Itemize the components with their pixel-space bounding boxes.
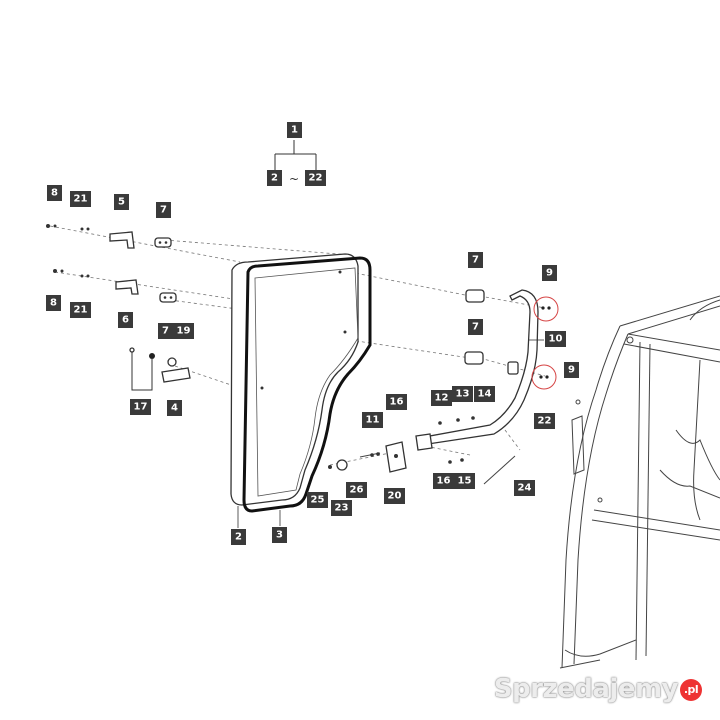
svg-text:4: 4 xyxy=(171,403,178,414)
svg-text:8: 8 xyxy=(50,298,57,309)
upper-hinge-plate xyxy=(154,237,172,248)
svg-text:1: 1 xyxy=(291,125,298,136)
watermark-badge: .pl xyxy=(680,678,702,701)
svg-text:16: 16 xyxy=(390,397,404,408)
svg-text:22: 22 xyxy=(538,416,552,427)
svg-text:7: 7 xyxy=(162,326,169,337)
callout-5: 5 xyxy=(114,194,129,210)
callout-2-glass: 2 xyxy=(231,529,246,545)
svg-text:16: 16 xyxy=(437,476,451,487)
callout-22-range-end: 22 xyxy=(305,170,326,186)
callout-15: 15 xyxy=(454,473,475,489)
callout-21-top: 21 xyxy=(70,191,91,207)
svg-text:19: 19 xyxy=(177,326,191,337)
svg-text:12: 12 xyxy=(435,393,449,404)
svg-text:17: 17 xyxy=(134,402,148,413)
svg-text:24: 24 xyxy=(518,483,532,494)
svg-text:10: 10 xyxy=(549,334,563,345)
callout-3-seal: 3 xyxy=(272,527,287,543)
svg-text:3: 3 xyxy=(276,530,283,541)
svg-text:25: 25 xyxy=(311,495,325,506)
assembly-bracket xyxy=(274,140,317,170)
latch-assembly xyxy=(328,416,516,485)
callout-16-upper: 16 xyxy=(386,394,407,410)
callout-9-bottom: 9 xyxy=(564,362,579,378)
svg-text:7: 7 xyxy=(472,255,479,266)
bolts-left xyxy=(46,224,155,359)
right-lower-plate xyxy=(464,351,484,365)
svg-text:23: 23 xyxy=(335,503,349,514)
svg-text:22: 22 xyxy=(309,173,323,184)
middle-hinge-plate xyxy=(159,292,177,303)
callout-26: 26 xyxy=(346,482,367,498)
callout-23: 23 xyxy=(331,500,352,516)
callout-20: 20 xyxy=(384,488,405,504)
callout-16-lower: 16 xyxy=(433,473,454,489)
svg-text:2: 2 xyxy=(271,173,278,184)
callout-7-top-left: 7 xyxy=(156,202,171,218)
door-glass-panel xyxy=(230,253,359,506)
range-separator: ~ xyxy=(289,172,299,186)
callout-17: 17 xyxy=(130,399,151,415)
svg-text:26: 26 xyxy=(350,485,364,496)
watermark-text: Sprzedajemy xyxy=(493,674,679,704)
svg-text:7: 7 xyxy=(160,205,167,216)
door-handle-bar xyxy=(427,289,539,445)
callout-13: 13 xyxy=(452,386,473,402)
callout-19: 19 xyxy=(173,323,194,339)
svg-text:20: 20 xyxy=(388,491,402,502)
callout-6: 6 xyxy=(118,312,133,328)
callout-7-lower-right: 7 xyxy=(468,319,483,335)
callout-14: 14 xyxy=(474,386,495,402)
svg-text:21: 21 xyxy=(74,305,88,316)
callout-10: 10 xyxy=(545,331,566,347)
callout-7-top-right: 7 xyxy=(468,252,483,268)
callout-8-top: 8 xyxy=(47,185,62,201)
door-seal xyxy=(242,256,372,513)
svg-text:14: 14 xyxy=(478,389,492,400)
callout-24: 24 xyxy=(514,480,535,496)
svg-text:5: 5 xyxy=(118,197,125,208)
lower-hinge xyxy=(161,357,191,383)
cab-frame xyxy=(559,295,720,669)
callout-11: 11 xyxy=(362,412,383,428)
callout-12: 12 xyxy=(431,390,452,406)
middle-hinge xyxy=(115,279,139,295)
callout-1: 1 xyxy=(287,122,302,138)
callout-8-middle: 8 xyxy=(46,295,61,311)
svg-text:2: 2 xyxy=(235,532,242,543)
callout-2-range-start: 2 xyxy=(267,170,282,186)
right-upper-plate xyxy=(465,289,485,303)
svg-text:21: 21 xyxy=(74,194,88,205)
svg-text:7: 7 xyxy=(472,322,479,333)
callout-25: 25 xyxy=(307,492,328,508)
callout-4: 4 xyxy=(167,400,182,416)
svg-text:8: 8 xyxy=(51,188,58,199)
svg-text:9: 9 xyxy=(568,365,575,376)
callout-21-middle: 21 xyxy=(70,302,91,318)
callout-22-right: 22 xyxy=(534,413,555,429)
svg-text:11: 11 xyxy=(366,415,380,426)
upper-hinge xyxy=(109,231,135,249)
svg-text:9: 9 xyxy=(546,268,553,279)
watermark-logo: Sprzedajemy.pl xyxy=(494,674,702,704)
callout-7-middle-left: 7 xyxy=(158,323,173,339)
svg-text:6: 6 xyxy=(122,315,129,326)
svg-text:13: 13 xyxy=(456,389,470,400)
callout-9-top: 9 xyxy=(542,265,557,281)
svg-text:15: 15 xyxy=(458,476,472,487)
